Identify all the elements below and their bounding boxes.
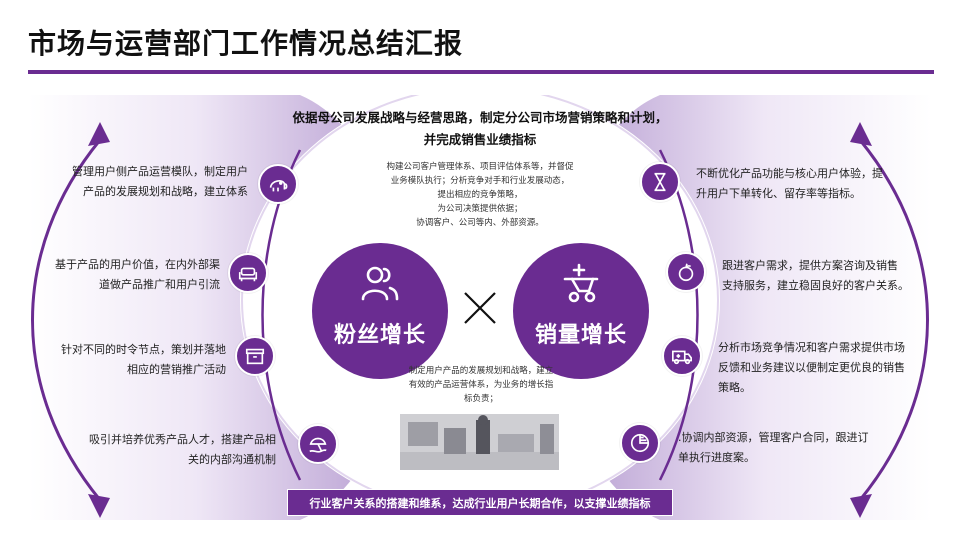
- sofa-icon: [228, 253, 268, 293]
- left-item-line: 关的内部沟通机制: [188, 453, 276, 466]
- page-title: 市场与运营部门工作情况总结汇报: [28, 27, 464, 60]
- pie-icon: [620, 423, 660, 463]
- right-item-text: 不断优化产品功能与核心用户体验，提 升用户下单转化、留存率等指标。: [696, 164, 916, 204]
- center-lower-text: 制定用户产品的发展规划和战略，建立 有效的产品运营体系，为业务的增长指 标负责；: [396, 364, 566, 406]
- elephant-icon: [258, 164, 298, 204]
- right-item-line: 支持服务，建立稳固良好的客户关系。: [722, 279, 909, 292]
- description-line: 构建公司客户管理体系、项目评估体系等，并督促: [386, 162, 574, 172]
- description-line: 业务模队执行；分析竞争对手和行业发展动态，: [390, 176, 570, 186]
- right-item-text: 分析市场竞争情况和客户需求提供市场 反馈和业务建议以便制定更优良的销售 策略。: [718, 338, 936, 398]
- left-item-text: 管理用户侧产品运营模队，制定用户 产品的发展规划和战略，建立体系: [40, 162, 248, 202]
- right-item-text: 跟进客户需求，提供方案咨询及销售 支持服务，建立稳固良好的客户关系。: [722, 256, 936, 296]
- lower-line: 制定用户产品的发展规划和战略，建立: [408, 366, 554, 376]
- left-item-line: 吸引并培养优秀产品人才，搭建产品相: [89, 433, 276, 446]
- beach-icon: [298, 424, 338, 464]
- cross-icon: [462, 290, 498, 326]
- center-headline: 依据母公司发展战略与经营思路，制定分公司市场营销策略和计划， 并完成销售业绩指标: [255, 107, 705, 151]
- right-item-line: 策略。: [718, 381, 751, 394]
- left-item-line: 针对不同的时令节点，策划并落地: [61, 343, 226, 356]
- description-line: 为公司决策提供依据；: [437, 204, 523, 214]
- left-item-text: 针对不同的时令节点，策划并落地 相应的营销推广活动: [20, 340, 226, 380]
- box-icon: [235, 336, 275, 376]
- fan-growth-label: 粉丝增长: [333, 323, 426, 348]
- sales-growth-circle: 销量增长: [513, 243, 649, 379]
- description-line: 提出相应的竞争策略，: [437, 190, 523, 200]
- office-photo: [400, 414, 559, 470]
- left-item-text: 吸引并培养优秀产品人才，搭建产品相 关的内部沟通机制: [50, 430, 276, 470]
- right-item-line: 分析市场竞争情况和客户需求提供市场: [718, 341, 905, 354]
- left-item-text: 基于产品的用户价值，在内外部渠 道做产品推广和用户引流: [10, 255, 220, 295]
- left-item-line: 管理用户侧产品运营模队，制定用户: [72, 165, 248, 178]
- headline-line: 依据母公司发展战略与经营思路，制定分公司市场营销策略和计划，: [292, 110, 668, 125]
- headline-line: 并完成销售业绩指标: [423, 132, 537, 147]
- center-ellipse: [240, 95, 720, 515]
- ambulance-icon: [662, 336, 702, 376]
- right-item-line: 升用户下单转化、留存率等指标。: [696, 187, 861, 200]
- left-item-line: 相应的营销推广活动: [127, 363, 226, 376]
- left-item-line: 产品的发展规划和战略，建立体系: [83, 185, 248, 198]
- right-item-text: .协调内部资源，管理客户合同，跟进订 单执行进度案。: [678, 428, 898, 468]
- left-item-line: 基于产品的用户价值，在内外部渠: [55, 258, 220, 271]
- hourglass-icon: [640, 162, 680, 202]
- right-item-line: 单执行进度案。: [678, 451, 755, 464]
- right-item-line: 跟进客户需求，提供方案咨询及销售: [722, 259, 898, 272]
- lower-line: 有效的产品运营体系，为业务的增长指: [408, 380, 554, 390]
- fan-growth-circle: 粉丝增长: [312, 243, 448, 379]
- right-item-line: .协调内部资源，管理客户合同，跟进订: [678, 431, 869, 444]
- center-description: 构建公司客户管理体系、项目评估体系等，并督促 业务模队执行；分析竞争对手和行业发…: [370, 160, 590, 230]
- cart-icon: [513, 261, 649, 309]
- title-divider: [28, 70, 934, 74]
- right-arc-arrow: [858, 139, 929, 501]
- users-icon: [312, 261, 448, 309]
- apple-icon: [666, 252, 706, 292]
- left-arc-arrow: [31, 139, 102, 501]
- right-item-line: 不断优化产品功能与核心用户体验，提: [696, 167, 883, 180]
- sales-growth-label: 销量增长: [534, 323, 627, 348]
- bottom-summary-bar: 行业客户关系的搭建和维系，达成行业用户长期合作，以支撑业绩指标: [287, 489, 673, 516]
- lower-line: 标负责；: [463, 394, 498, 404]
- right-item-line: 反馈和业务建议以便制定更优良的销售: [718, 361, 905, 374]
- description-line: 协调客户、公司等内、外部资源。: [416, 218, 544, 228]
- left-item-line: 道做产品推广和用户引流: [99, 278, 220, 291]
